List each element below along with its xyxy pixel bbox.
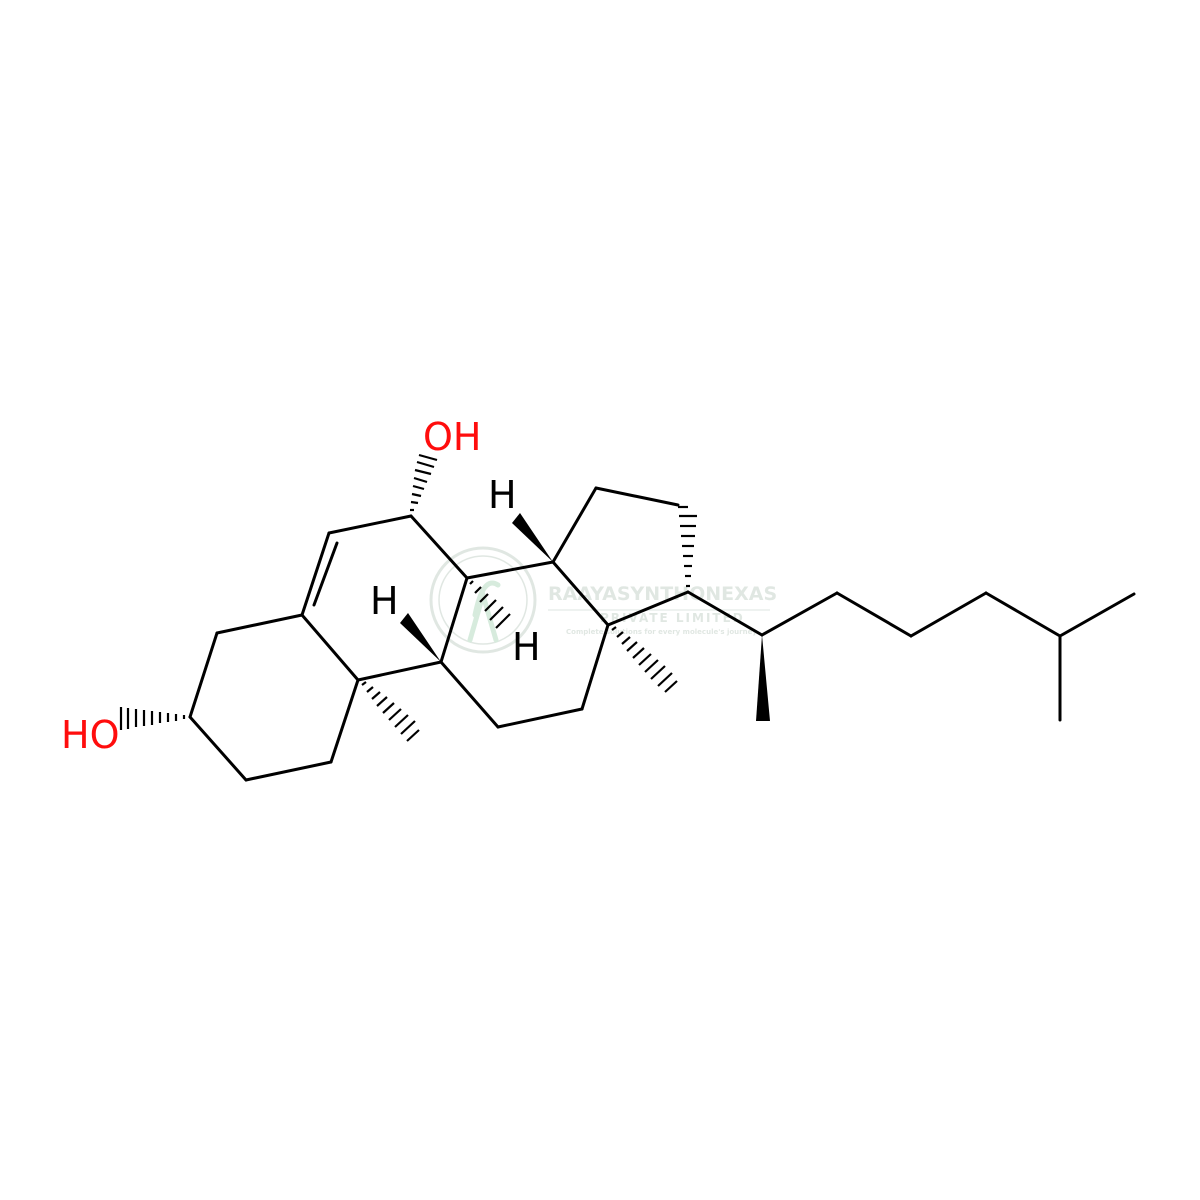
wedge-c20-methyl xyxy=(756,635,770,721)
hydroxyl-top-label: OH xyxy=(423,415,481,459)
wedge-c9-h xyxy=(400,613,441,662)
double-bond-inner xyxy=(312,541,339,607)
hash-c3-ho xyxy=(119,707,186,730)
hash-c17-c16 xyxy=(678,505,697,588)
hash-c13-methyl xyxy=(611,626,678,693)
ring-a-bonds xyxy=(188,613,360,782)
watermark-tagline: Complete solutions for every molecule's … xyxy=(566,628,757,636)
hydrogen-c9-label: H xyxy=(370,579,399,623)
hydroxyl-left-label: HO xyxy=(61,713,119,757)
hash-c7-oh xyxy=(410,453,438,512)
watermark-logo-ring-inner xyxy=(438,555,528,645)
watermark-logo-icon xyxy=(467,580,501,643)
hashed-wedges xyxy=(119,453,697,742)
ring-b-bonds xyxy=(300,514,469,682)
hydrogen-c14-label: H xyxy=(488,473,517,517)
hydrogen-c8-label: H xyxy=(512,625,541,669)
ring-c-bonds xyxy=(439,560,610,729)
ring-d-bonds xyxy=(551,486,690,627)
hash-c8-h xyxy=(469,580,511,629)
watermark-logo-ring xyxy=(429,546,537,654)
hash-c10-methyl xyxy=(361,681,420,742)
watermark-name: RAAYASYNTHONEXAS xyxy=(548,583,777,605)
wedge-c14-h xyxy=(512,513,553,562)
watermark: RAAYASYNTHONEXAS PRIVATE LIMITED Complet… xyxy=(429,546,777,654)
side-chain-bonds xyxy=(686,590,1136,722)
solid-wedges xyxy=(400,513,770,721)
